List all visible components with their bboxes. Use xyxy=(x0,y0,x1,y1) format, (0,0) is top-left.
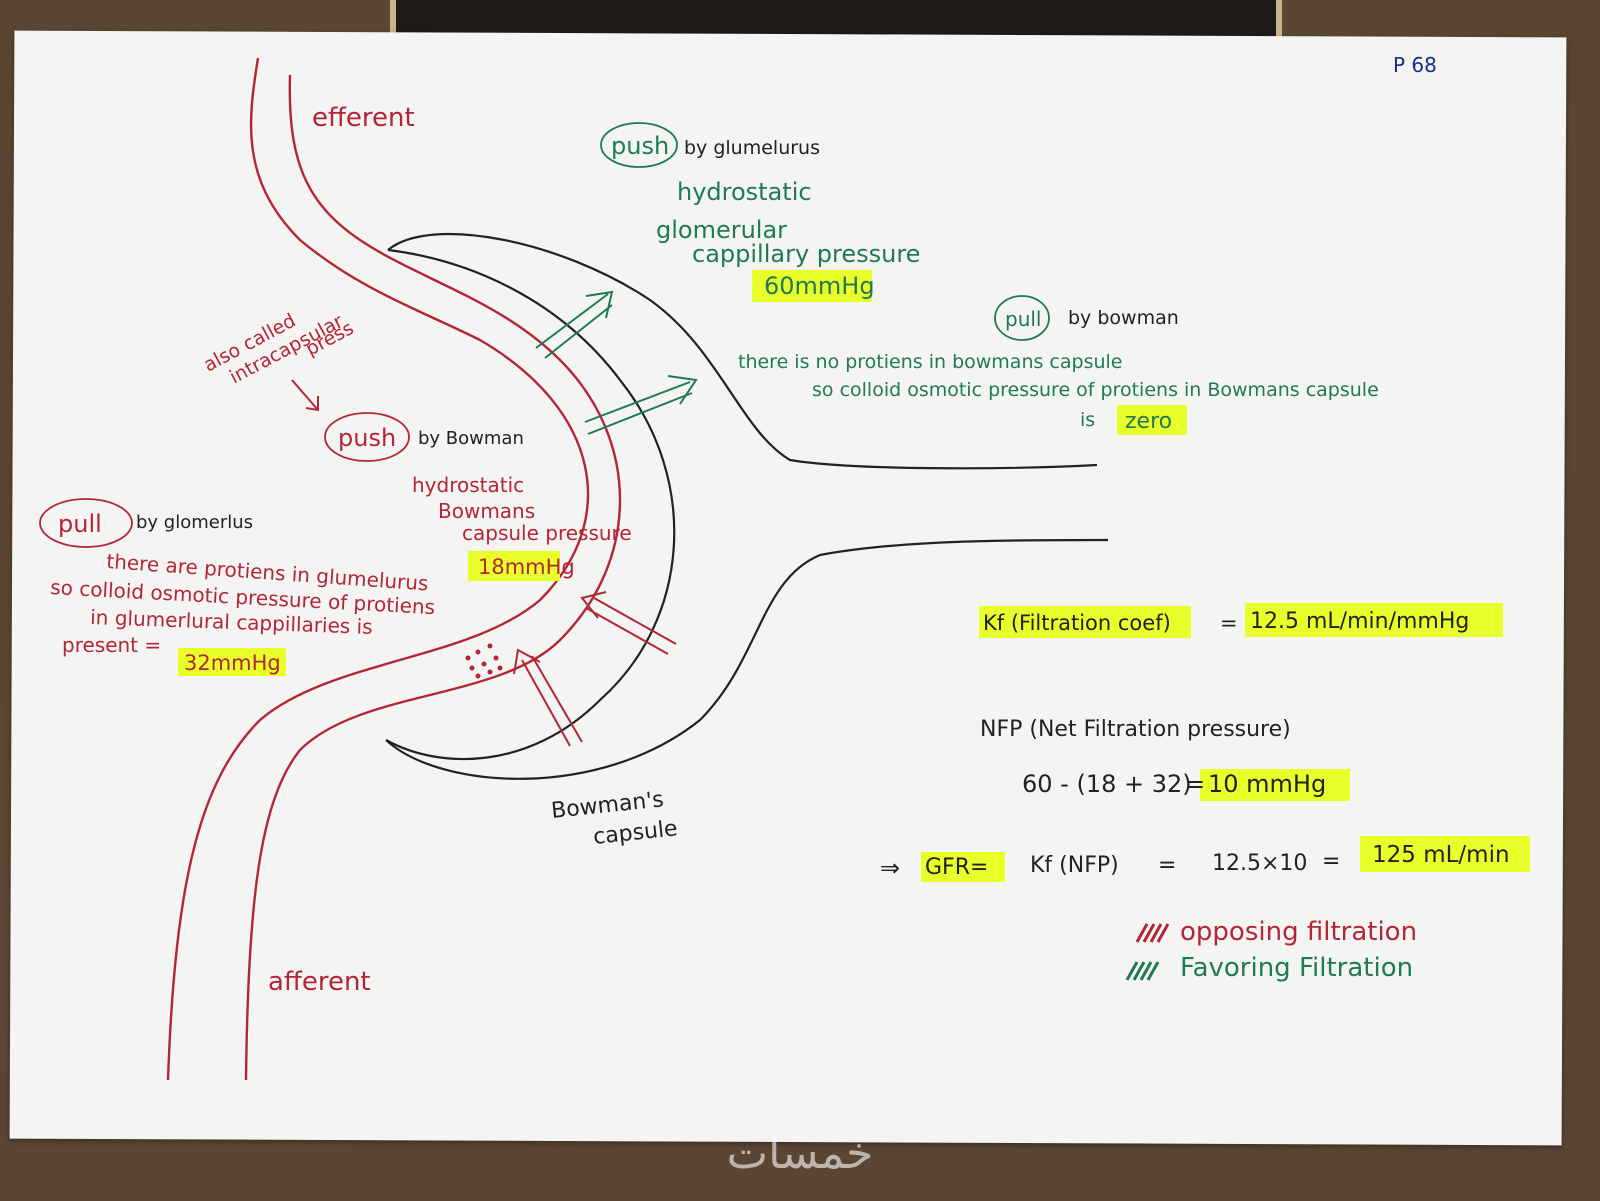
hl-gfr-value xyxy=(1360,836,1530,872)
push-bowman-value: 18mmHg xyxy=(478,555,575,579)
pull-glomerulus-value: 32mmHg xyxy=(184,651,281,675)
push-bowman-line1: hydrostatic xyxy=(412,473,524,497)
legend-opposing-label: opposing filtration xyxy=(1180,917,1417,947)
capsule-label-line2: capsule xyxy=(592,816,679,850)
hl-60 xyxy=(752,270,872,302)
capsule-outer-lower xyxy=(385,538,1109,780)
gfr-label: GFR= xyxy=(925,855,988,880)
gfr-eq1: = xyxy=(1158,853,1176,878)
legend-favoring-label: Favoring Filtration xyxy=(1180,953,1413,983)
pull-bowman-by: by bowman xyxy=(1068,307,1179,329)
push-glomerulus-oval xyxy=(600,122,678,168)
pull-bowman-line1: there is no protiens in bowmans capsule xyxy=(738,351,1122,373)
push-glomerulus-tag: push xyxy=(611,132,669,160)
hl-kf-value xyxy=(1245,603,1503,637)
nfp-expr: 60 - (18 + 32) xyxy=(1022,770,1192,798)
pull-bowman-line2: so colloid osmotic pressure of protiens … xyxy=(812,379,1379,401)
afferent-label: afferent xyxy=(268,967,371,997)
opposing-arrow-1 xyxy=(580,591,677,655)
legend-swatch-opposing xyxy=(1135,923,1170,943)
push-bowman-by: by Bowman xyxy=(418,428,524,449)
kf-label: Kf (Filtration coef) xyxy=(983,611,1171,635)
gfr-expr1: Kf (NFP) xyxy=(1030,853,1119,878)
gfr-value: 125 mL/min xyxy=(1372,842,1510,868)
efferent-vessel-outer xyxy=(166,57,590,1081)
pull-bowman-tag: pull xyxy=(1005,307,1041,331)
gfr-arrow: ⇒ xyxy=(880,854,900,882)
kf-equals: = xyxy=(1220,611,1238,635)
push-bowman-line2: Bowmans xyxy=(438,499,535,523)
efferent-vessel-inner xyxy=(244,74,622,1081)
capsule-inner-upper xyxy=(385,248,676,761)
hl-kf-label xyxy=(979,606,1191,638)
kf-value: 12.5 mL/min/mmHg xyxy=(1250,609,1469,634)
pull-bowman-oval xyxy=(994,295,1050,341)
legend-swatch-favoring xyxy=(1125,961,1160,981)
push-glomerulus-line3: cappillary pressure xyxy=(692,240,920,268)
opposing-arrow-2 xyxy=(513,648,583,747)
hl-32 xyxy=(178,648,286,676)
push-bowman-oval xyxy=(324,412,410,462)
push-bowman-tag: push xyxy=(338,424,396,452)
hl-nfp-value xyxy=(1200,769,1350,801)
note-arrow xyxy=(291,379,319,412)
push-glomerulus-line2: glomerular xyxy=(656,216,787,244)
pull-glomerulus-tag: pull xyxy=(58,510,102,538)
protein-dots xyxy=(465,643,503,679)
nfp-equals: = xyxy=(1185,770,1205,798)
pull-glomerulus-line4: present = xyxy=(62,633,161,657)
efferent-label: efferent xyxy=(312,103,415,133)
page-number: P 68 xyxy=(1393,53,1437,77)
hl-zero xyxy=(1117,405,1187,435)
push-glomerulus-by: by glumelurus xyxy=(684,137,820,159)
pull-glomerulus-oval xyxy=(39,498,133,548)
push-bowman-line3: capsule pressure xyxy=(462,521,632,545)
push-glomerulus-value: 60mmHg xyxy=(764,272,875,300)
push-glomerulus-line1: hydrostatic xyxy=(677,178,812,206)
capsule-outer xyxy=(387,232,1098,470)
favoring-arrow-1 xyxy=(535,290,614,359)
hl-18 xyxy=(468,551,560,581)
gfr-expr2: 12.5×10 xyxy=(1212,851,1307,876)
pull-bowman-value: zero xyxy=(1125,409,1172,434)
nfp-label: NFP (Net Filtration pressure) xyxy=(980,717,1291,742)
hl-gfr-label xyxy=(921,852,1005,882)
nfp-value: 10 mmHg xyxy=(1208,770,1326,798)
favoring-arrow-2 xyxy=(584,375,698,435)
pull-bowman-line3: is xyxy=(1080,409,1095,431)
gfr-eq2: = xyxy=(1322,849,1340,874)
pull-glomerulus-by: by glomerlus xyxy=(136,512,253,533)
watermark-logo: خمسات xyxy=(726,1128,874,1179)
